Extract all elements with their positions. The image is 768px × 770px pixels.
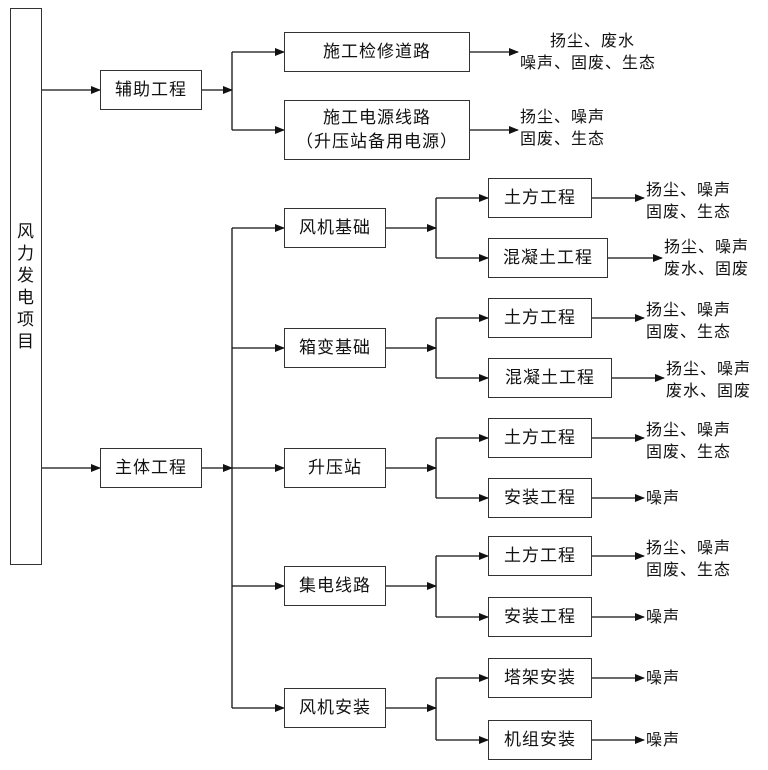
earthwork-box: 土方工程 bbox=[488, 178, 592, 218]
impacts-tower-installation: 噪声 bbox=[646, 668, 681, 687]
impacts-unit-installation: 噪声 bbox=[646, 730, 681, 749]
impacts-construction-road: 扬尘、废水 噪声、固废、生态 bbox=[520, 31, 657, 72]
tower-installation-box: 塔架安装 bbox=[488, 658, 592, 698]
impacts-power-line: 扬尘、噪声 固废、生态 bbox=[520, 107, 606, 148]
booster-station-box: 升压站 bbox=[284, 448, 386, 488]
earthwork-box: 土方工程 bbox=[488, 418, 592, 458]
root-char: 目 bbox=[17, 331, 35, 352]
earthwork-box: 土方工程 bbox=[488, 298, 592, 338]
impacts-installation: 噪声 bbox=[646, 488, 681, 507]
impacts-earthwork: 扬尘、噪声 固废、生态 bbox=[646, 538, 732, 579]
installation-works-box: 安装工程 bbox=[488, 478, 592, 518]
earthwork-box: 土方工程 bbox=[488, 536, 592, 576]
impacts-earthwork: 扬尘、噪声 固废、生态 bbox=[646, 180, 732, 221]
concrete-works-box: 混凝土工程 bbox=[488, 238, 608, 278]
impacts-concrete: 扬尘、噪声 废水、固废 bbox=[666, 359, 752, 400]
impacts-earthwork: 扬尘、噪声 固废、生态 bbox=[646, 420, 732, 461]
wind-turbine-foundation-box: 风机基础 bbox=[284, 208, 386, 248]
collector-line-box: 集电线路 bbox=[284, 566, 386, 606]
main-works-box: 主体工程 bbox=[100, 448, 202, 488]
concrete-works-box: 混凝土工程 bbox=[488, 358, 612, 398]
root-char: 项 bbox=[17, 309, 35, 330]
installation-works-box: 安装工程 bbox=[488, 597, 592, 637]
turbine-installation-box: 风机安装 bbox=[284, 688, 386, 728]
project-root-box: 风 力 发 电 项 目 bbox=[10, 8, 42, 565]
root-char: 发 bbox=[17, 265, 35, 286]
construction-road-box: 施工检修道路 bbox=[284, 32, 470, 72]
root-char: 力 bbox=[17, 243, 35, 264]
power-line-box: 施工电源线路 （升压站备用电源） bbox=[284, 100, 470, 160]
unit-installation-box: 机组安装 bbox=[488, 720, 592, 760]
impacts-installation: 噪声 bbox=[646, 607, 681, 626]
root-char: 风 bbox=[17, 221, 35, 242]
root-char: 电 bbox=[17, 287, 35, 308]
box-transformer-foundation-box: 箱变基础 bbox=[284, 328, 386, 368]
impacts-concrete: 扬尘、噪声 废水、固废 bbox=[664, 237, 750, 278]
impacts-earthwork: 扬尘、噪声 固废、生态 bbox=[646, 300, 732, 341]
auxiliary-works-box: 辅助工程 bbox=[100, 70, 202, 110]
